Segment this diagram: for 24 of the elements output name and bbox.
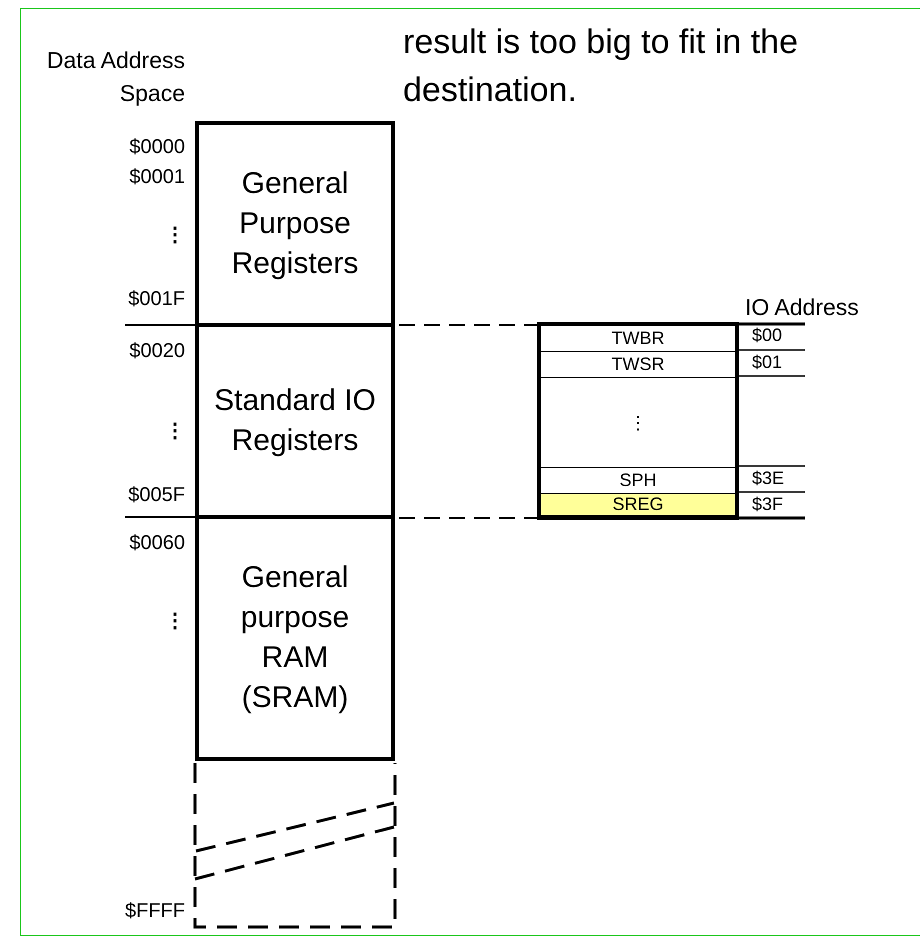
ellipsis-mark: ⋮ bbox=[165, 224, 185, 246]
address-label: $005F bbox=[128, 484, 185, 506]
address-label: $0020 bbox=[129, 340, 185, 362]
address-label: $01 bbox=[752, 352, 782, 372]
register-row: SREG bbox=[541, 494, 735, 516]
note-text: result is too big to fit in the destination. bbox=[403, 23, 798, 109]
address-label: $FFFF bbox=[125, 900, 185, 922]
io-register-table bbox=[537, 322, 739, 520]
dashed-connector bbox=[399, 324, 537, 326]
address-label: $3E bbox=[752, 468, 784, 488]
register-row: ⋮ bbox=[541, 378, 735, 468]
address-label: $001F bbox=[128, 288, 185, 310]
dashed-connector bbox=[399, 517, 537, 519]
address-label: $0001 bbox=[129, 166, 185, 188]
address-label: $0060 bbox=[129, 532, 185, 554]
address-label: $00 bbox=[752, 325, 782, 345]
ellipsis-mark: ⋮ bbox=[165, 610, 185, 632]
axis-title: Data Address Space bbox=[46, 47, 185, 106]
ellipsis-mark: ⋮ bbox=[165, 420, 185, 442]
register-row: TWBR bbox=[541, 326, 735, 352]
register-row: TWSR bbox=[541, 352, 735, 378]
address-label: $0000 bbox=[129, 136, 185, 158]
axis-title: IO Address bbox=[745, 294, 859, 320]
address-label: $3F bbox=[752, 494, 784, 514]
